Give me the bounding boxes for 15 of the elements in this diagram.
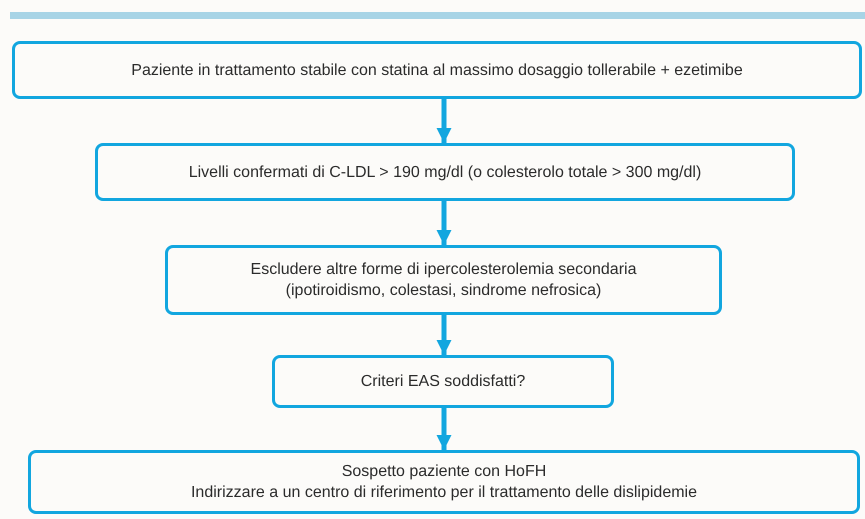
step-text: Paziente in trattamento stabile con statina al massimo dosaggio tollerabile + ezetimibe — [131, 60, 743, 80]
process-box — [28, 450, 860, 514]
arrow — [436, 408, 452, 450]
process-box — [12, 41, 862, 99]
step-text: Livelli confermati di C-LDL > 190 mg/dl (o colesterolo totale > 300 mg/dl) — [188, 162, 702, 182]
step-text: Escludere altre forme di ipercolesterolemia secondaria (ipotiroidismo, colestasi, sindrome nefrosica) — [250, 260, 638, 301]
arrow — [436, 99, 452, 143]
step-text: Sospetto paziente con HoFH — [342, 462, 546, 482]
arrow — [436, 201, 452, 245]
process-box — [95, 143, 795, 201]
step-text: Indirizzare a un centro di riferimento per il trattamento delle dislipidemie — [190, 483, 697, 503]
arrow — [436, 315, 452, 355]
step-text: Criteri EAS soddisfatti? — [360, 372, 526, 392]
process-box — [272, 355, 614, 408]
process-box — [165, 245, 722, 315]
